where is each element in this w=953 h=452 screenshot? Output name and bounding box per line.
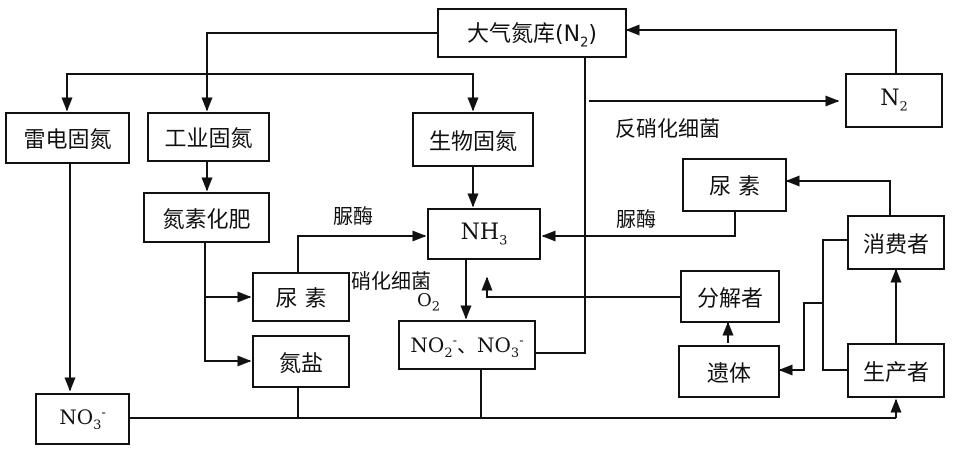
o2-label: O2 [417, 290, 441, 315]
nitrifying-bacteria-label: 硝化细菌 [351, 269, 431, 293]
denitrifying-bacteria-label: 反硝化细菌 [615, 117, 720, 141]
ammonium-label: 氮盐 [278, 351, 323, 377]
n2-box: N2 [845, 73, 943, 128]
lightning-fixation-box: 雷电固氮 [5, 112, 130, 164]
line-consumer-to-remains [822, 239, 847, 371]
arrow-urea-right-to-nh3 [541, 212, 736, 242]
producer-label: 生产者 [862, 360, 929, 386]
arrow-fertilizer-to-ammonium [204, 297, 252, 367]
urea-left-box: 尿 素 [252, 272, 350, 322]
decomposer-label: 分解者 [696, 286, 763, 312]
lightning-fixation-label: 雷电固氮 [23, 128, 112, 153]
nitrite-nitrate-box: NO2-、NO3- [398, 320, 536, 370]
consumer-label: 消费者 [862, 232, 929, 258]
atmosphere-box: 大气氮库(N2) [437, 8, 627, 58]
fertilizer-box: 氮素化肥 [143, 192, 270, 243]
nh3-label: NH3 [460, 219, 508, 249]
producer-box: 生产者 [847, 343, 945, 398]
consumer-box: 消费者 [847, 215, 945, 270]
industrial-fixation-label: 工业固氮 [164, 127, 253, 152]
urease-right-label: 脲酶 [616, 207, 656, 231]
urea-left-label: 尿 素 [275, 287, 327, 312]
n2-label: N2 [880, 86, 908, 115]
arrow-atm-to-industrial [201, 32, 437, 112]
fertilizer-label: 氮素化肥 [162, 207, 251, 233]
arrow-to-lightning [61, 73, 207, 112]
arrow-n2-to-atm [625, 24, 897, 73]
no3-left-box: NO3- [35, 393, 130, 445]
arrow-urea-to-nh3 [297, 230, 427, 272]
atmosphere-label: 大气氮库(N2) [467, 21, 597, 51]
line-nitrate-to-atm [536, 55, 586, 354]
arrow-to-biological [207, 73, 479, 112]
arrow-to-remains [778, 302, 823, 376]
remains-box: 遗体 [678, 345, 780, 398]
biological-fixation-box: 生物固氮 [412, 112, 534, 167]
industrial-fixation-box: 工业固氮 [147, 112, 270, 162]
arrow-consumer-to-urea [785, 175, 891, 215]
urea-right-box: 尿 素 [682, 158, 787, 212]
remains-label: 遗体 [706, 361, 751, 387]
nitrite-nitrate-label: NO2-、NO3- [410, 333, 524, 361]
urease-left-label: 脲酶 [333, 204, 373, 228]
arrow-fertilizer-to-urea [204, 243, 252, 303]
nh3-box: NH3 [427, 208, 541, 260]
urea-right-label: 尿 素 [709, 175, 760, 200]
arrow-decomposer-to-nh3 [481, 276, 680, 298]
no3-left-label: NO3- [59, 405, 106, 433]
biological-fixation-label: 生物固氮 [428, 129, 517, 155]
ammonium-box: 氮盐 [252, 335, 350, 388]
decomposer-box: 分解者 [680, 270, 780, 323]
